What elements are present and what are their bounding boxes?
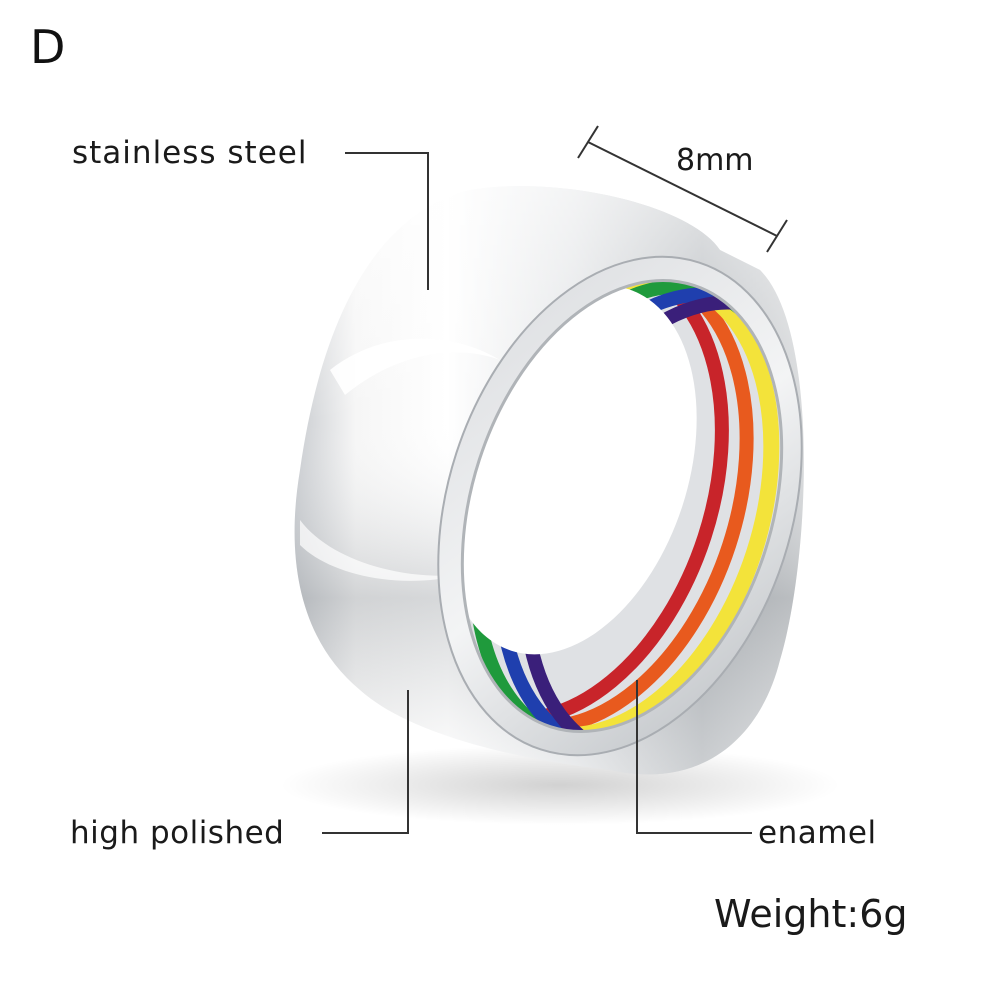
enamel-label: enamel (758, 815, 877, 851)
material-label: stainless steel (72, 135, 308, 171)
leader-stainless-steel (345, 152, 429, 290)
dimension-line (587, 141, 778, 237)
leader-high-polished (322, 690, 409, 834)
finish-label: high polished (70, 815, 285, 851)
leader-lines (322, 125, 788, 834)
weight-label: Weight:6g (714, 892, 908, 936)
variant-letter: D (30, 20, 66, 74)
width-label: 8mm (676, 143, 754, 178)
ring-shadow (280, 745, 840, 825)
band-highlight (330, 338, 500, 395)
leader-enamel (636, 680, 752, 834)
